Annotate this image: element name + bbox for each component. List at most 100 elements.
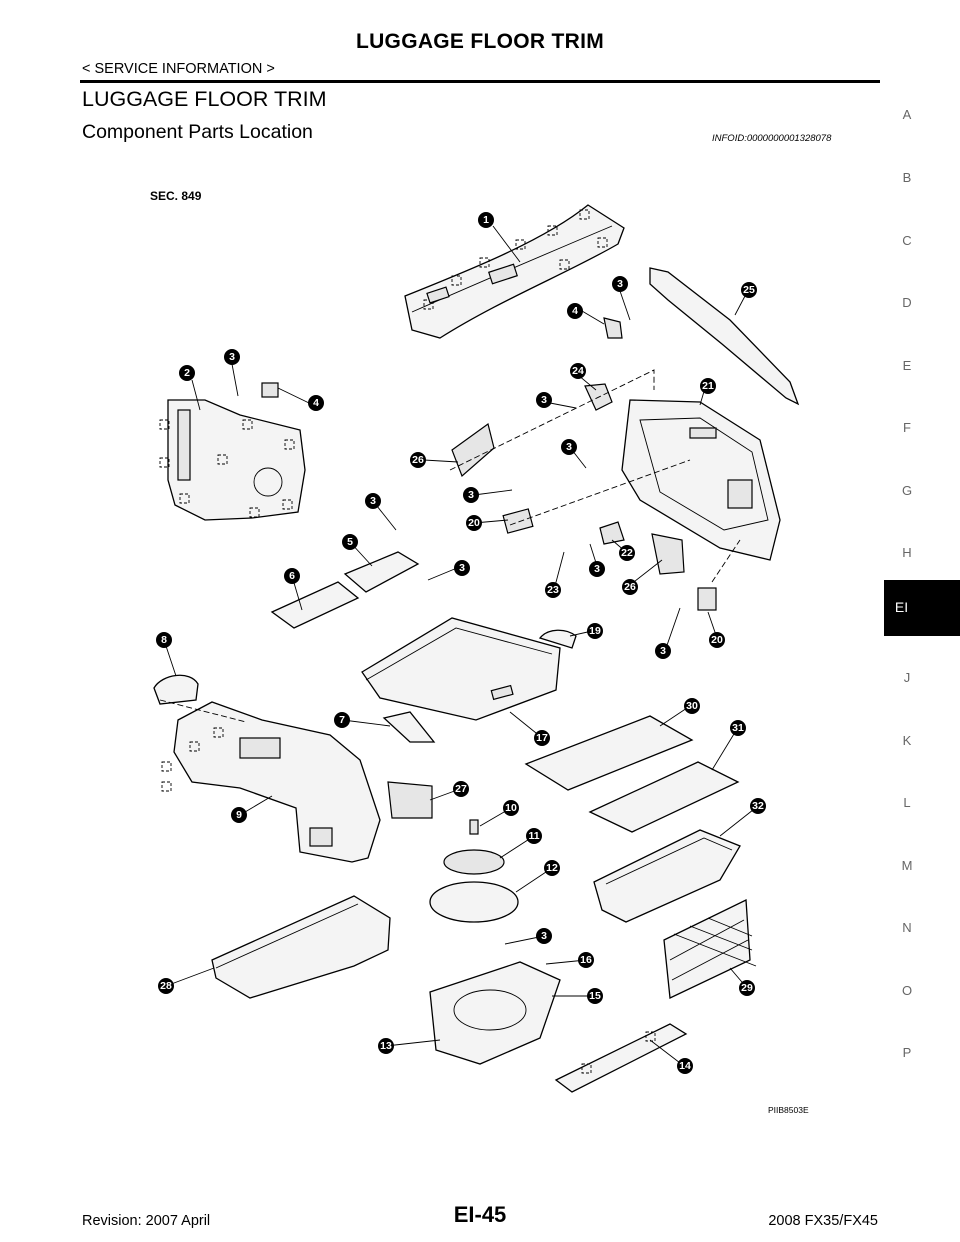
svg-text:11: 11	[528, 830, 539, 842]
part-rear-upper-trim	[404, 204, 625, 339]
side-index-g[interactable]: G	[901, 483, 913, 498]
svg-text:10: 10	[505, 802, 517, 814]
callout-7: 7	[334, 712, 350, 728]
svg-text:1: 1	[483, 214, 489, 226]
svg-text:6: 6	[289, 570, 295, 582]
callout-8: 8	[156, 632, 172, 648]
page-header-title: LUGGAGE FLOOR TRIM	[355, 30, 605, 53]
part-spare-cover	[443, 849, 505, 875]
callout-22: 22	[619, 545, 635, 561]
svg-text:15: 15	[589, 990, 601, 1002]
side-index-c[interactable]: C	[902, 233, 912, 248]
svg-text:29: 29	[741, 982, 753, 994]
side-index-j[interactable]: J	[903, 670, 911, 685]
side-index-active-tab[interactable]: EI	[884, 580, 960, 636]
part-tonneau-cover	[211, 895, 391, 999]
svg-text:31: 31	[732, 722, 744, 734]
callout-15: 15	[587, 988, 603, 1004]
callout-19: 19	[587, 623, 603, 639]
callout-27: 26	[622, 579, 638, 595]
callout-3: 3	[224, 349, 240, 365]
callout-16: 16	[578, 952, 594, 968]
section-code-label: SEC. 849	[150, 189, 202, 203]
side-index-ei: EI	[894, 599, 909, 615]
svg-text:3: 3	[660, 645, 666, 657]
part-side-strip	[649, 267, 800, 406]
side-index-h[interactable]: H	[902, 545, 912, 560]
callout-29: 28	[158, 978, 174, 994]
svg-text:3: 3	[370, 495, 376, 507]
callout-3: 3	[454, 560, 470, 576]
part-spare-tire	[429, 881, 519, 923]
callout-20: 20	[709, 632, 725, 648]
svg-text:32: 32	[752, 800, 764, 812]
callout-32: 31	[730, 720, 746, 736]
part-hook	[599, 521, 625, 545]
svg-text:4: 4	[572, 305, 578, 317]
breadcrumb[interactable]: < SERVICE INFORMATION >	[82, 61, 275, 77]
part-sill	[554, 1023, 688, 1093]
header-divider	[80, 80, 880, 83]
svg-text:25: 25	[743, 284, 755, 296]
callout-25: 26	[410, 452, 426, 468]
callout-2: 2	[179, 365, 195, 381]
part-cover	[451, 422, 495, 478]
callout-3: 3	[365, 493, 381, 509]
svg-text:27: 27	[455, 783, 467, 795]
svg-text:3: 3	[566, 441, 572, 453]
callout-10: 10	[503, 800, 519, 816]
callout-3: 3	[463, 487, 479, 503]
svg-text:30: 30	[686, 700, 698, 712]
svg-text:14: 14	[679, 1060, 691, 1072]
side-index-p[interactable]: P	[902, 1045, 912, 1060]
callout-30: 29	[739, 980, 755, 996]
part-left-rear-trim	[161, 701, 381, 863]
callout-12: 12	[544, 860, 560, 876]
svg-text:8: 8	[161, 634, 167, 646]
part-left-side-panel	[159, 399, 306, 521]
callout-26: 25	[741, 282, 757, 298]
part-floor-board	[524, 715, 694, 791]
side-index-f[interactable]: F	[903, 420, 911, 435]
svg-text:3: 3	[459, 562, 465, 574]
section-heading: LUGGAGE FLOOR TRIM	[82, 87, 327, 111]
svg-text:24: 24	[572, 365, 584, 377]
part-small-cover	[382, 711, 436, 743]
part-hook-base	[697, 587, 717, 611]
side-index-o[interactable]: O	[901, 983, 913, 998]
part-bolt	[469, 819, 479, 835]
side-index-e[interactable]: E	[902, 358, 912, 373]
part-hook-base	[502, 508, 534, 534]
svg-text:3: 3	[594, 563, 600, 575]
callout-11: 11	[526, 828, 542, 844]
side-index-b[interactable]: B	[902, 170, 912, 185]
callout-3: 3	[536, 928, 552, 944]
svg-text:3: 3	[229, 351, 235, 363]
svg-text:12: 12	[546, 862, 558, 874]
part-finisher	[343, 551, 420, 593]
svg-text:22: 22	[621, 547, 633, 559]
callout-24: 24	[570, 363, 586, 379]
part-right-side-trim	[621, 399, 781, 561]
side-index-a[interactable]: A	[902, 107, 912, 122]
callout-3: 3	[612, 276, 628, 292]
part-subfloor-frame	[429, 961, 561, 1065]
svg-text:3: 3	[468, 489, 474, 501]
svg-text:28: 28	[160, 980, 172, 992]
callout-17: 17	[534, 730, 550, 746]
callout-28: 27	[453, 781, 469, 797]
part-small-cover	[153, 674, 199, 705]
svg-text:5: 5	[347, 536, 353, 548]
side-index-m[interactable]: M	[901, 858, 913, 873]
callout-6: 6	[284, 568, 300, 584]
callout-14: 14	[677, 1058, 693, 1074]
part-floor-board	[588, 761, 740, 833]
side-index-d[interactable]: D	[902, 295, 912, 310]
side-index-l[interactable]: L	[903, 795, 911, 810]
side-index-k[interactable]: K	[902, 733, 912, 748]
svg-text:3: 3	[617, 278, 623, 290]
info-id: INFOID:0000000001328078	[712, 133, 832, 144]
callout-9: 9	[231, 807, 247, 823]
svg-text:9: 9	[236, 809, 242, 821]
side-index-n[interactable]: N	[902, 920, 912, 935]
